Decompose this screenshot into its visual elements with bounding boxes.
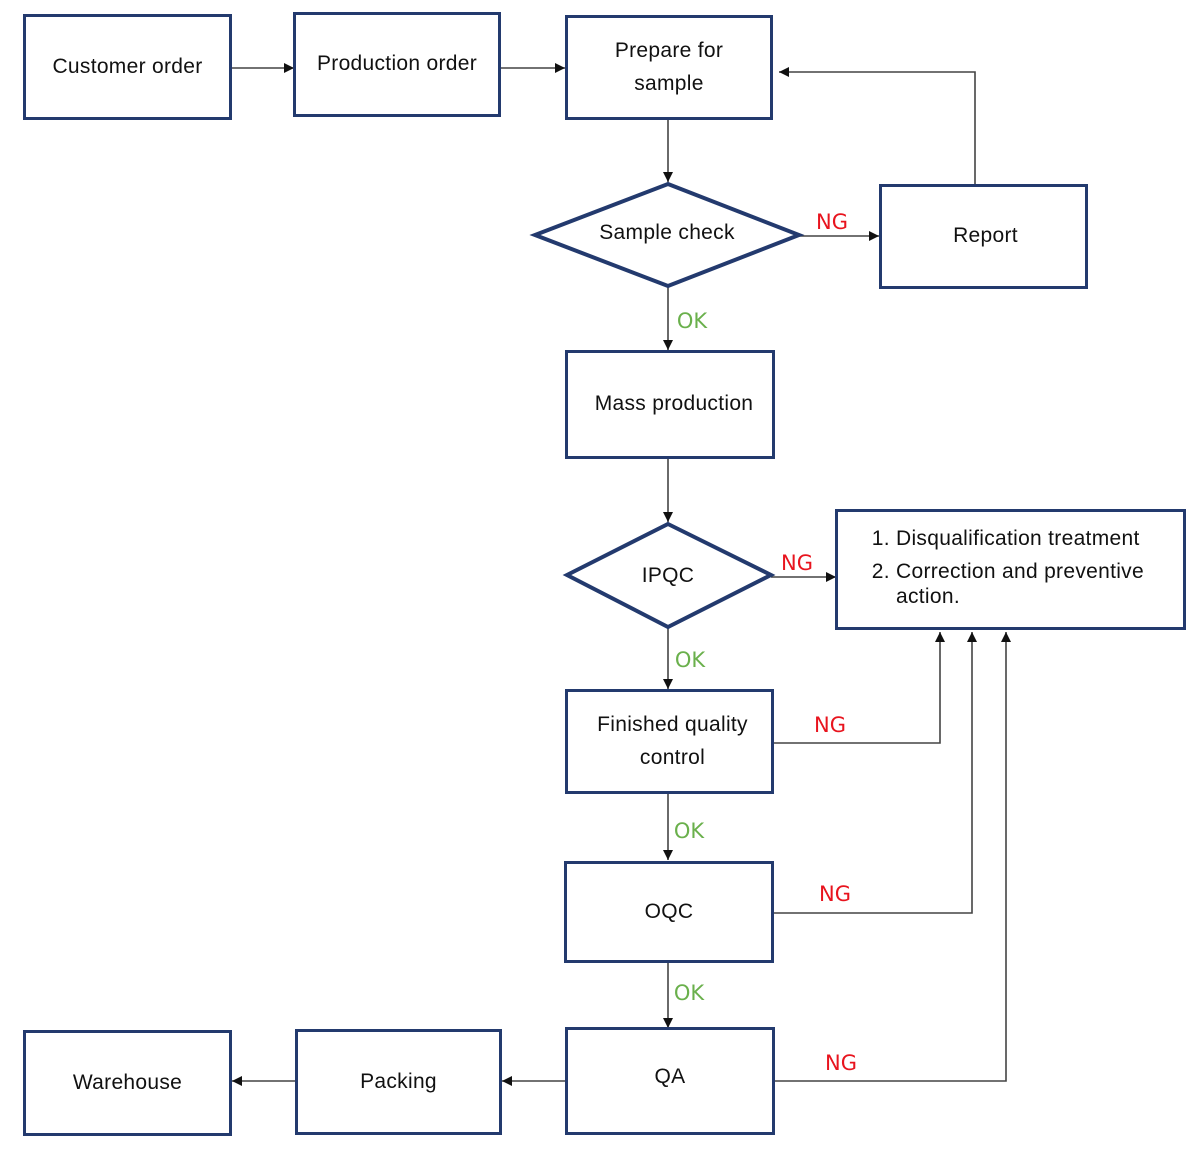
packing-box: Packing: [295, 1029, 502, 1135]
sample-check-diamond: [529, 181, 805, 289]
arrow-oqc-to-treatment: [774, 632, 977, 914]
prepare-sample-box: Prepare for sample: [565, 15, 773, 120]
treatment-box: Disqualification treatment Correction an…: [835, 509, 1186, 630]
finished-qc-box: Finished quality control: [565, 689, 774, 794]
ng-label-oqc: NG: [819, 882, 851, 906]
ok-label-oqc: OK: [673, 981, 705, 1005]
arrow-qa-to-treatment: [775, 632, 1011, 1082]
customer-order-box: Customer order: [23, 14, 232, 120]
arrow-report-to-prepare: [779, 67, 976, 185]
oqc-box: OQC: [564, 861, 774, 963]
oqc-label: OQC: [644, 899, 694, 923]
ng-label-finished-qc: NG: [814, 713, 846, 737]
production-order-box: Production order: [293, 12, 501, 117]
arrow-finished-to-treatment: [774, 632, 945, 744]
sample-check-label: Sample check: [599, 221, 735, 244]
ipqc-diamond: [562, 521, 776, 630]
ng-label-sample-check: NG: [816, 210, 848, 234]
qa-label: QA: [654, 1064, 686, 1088]
mass-production-label: Mass production: [594, 392, 754, 416]
ipqc-label: IPQC: [641, 564, 695, 587]
warehouse-label: Warehouse: [72, 1070, 183, 1094]
report-label: Report: [953, 224, 1018, 248]
ok-label-finished-qc: OK: [673, 819, 705, 843]
finished-qc-label: Finished quality control: [597, 712, 748, 769]
prepare-sample-label: Prepare for sample: [614, 38, 724, 95]
customer-order-label: Customer order: [52, 54, 203, 78]
ng-label-ipqc: NG: [781, 551, 813, 575]
packing-label: Packing: [360, 1069, 437, 1093]
qa-box: QA: [565, 1027, 775, 1135]
ng-label-qa: NG: [825, 1051, 857, 1075]
mass-production-box: Mass production: [565, 350, 775, 459]
treatment-list: Disqualification treatment Correction an…: [868, 526, 1167, 610]
report-box: Report: [879, 184, 1088, 289]
production-order-label: Production order: [316, 52, 478, 76]
warehouse-box: Warehouse: [23, 1030, 232, 1136]
treatment-item-1: Disqualification treatment: [896, 526, 1167, 551]
ok-label-ipqc: OK: [674, 648, 706, 672]
treatment-item-2: Correction and preventive action.: [896, 559, 1167, 609]
ok-label-sample-check: OK: [676, 309, 708, 333]
